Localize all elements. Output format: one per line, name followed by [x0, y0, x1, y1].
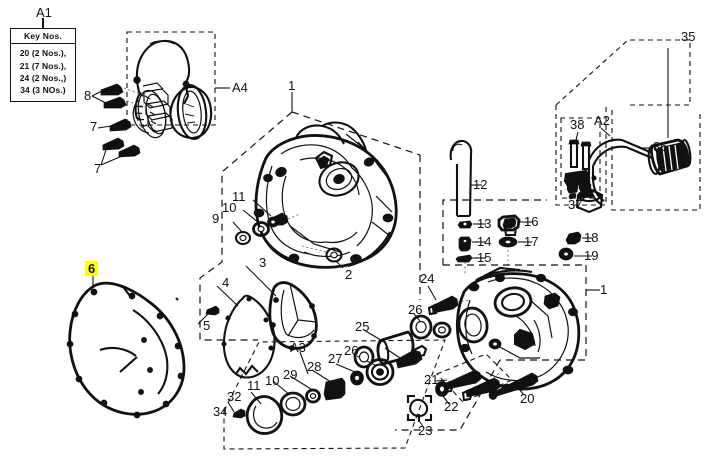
- callout-1-right: 1: [600, 282, 608, 297]
- callout-27: 27: [328, 351, 343, 366]
- shift-lever-art: [575, 138, 692, 214]
- callout-12: 12: [473, 177, 488, 192]
- gasket-4-art: [221, 294, 276, 379]
- group-label-a2: A2: [594, 113, 610, 128]
- cover-3-art: [268, 281, 318, 351]
- callout-4: 4: [222, 275, 230, 290]
- callout-5: 5: [203, 318, 211, 333]
- callout-11-left: 11: [232, 189, 246, 204]
- callout-23: 23: [418, 423, 433, 438]
- pin-5-art: [205, 305, 220, 316]
- bolt-24-art: [427, 295, 459, 316]
- group-label-a3: A3: [290, 340, 306, 355]
- right-crankcase-cover-art: [455, 266, 581, 393]
- callout-18: 18: [584, 230, 599, 245]
- ring-26b-art: [353, 345, 375, 369]
- left-crankcase-cover-art: [253, 121, 398, 269]
- callout-17: 17: [524, 234, 539, 249]
- callout-19: 19: [584, 248, 599, 263]
- key-table-body: 20 (2 Nos.), 21 (7 Nos.), 24 (2 Nos.,) 3…: [11, 44, 75, 101]
- callout-26-upper: 26: [408, 302, 423, 317]
- callout-11-a3: 11: [247, 378, 261, 393]
- callout-14: 14: [477, 234, 492, 249]
- callout-37: 37: [568, 197, 583, 212]
- key-numbers-table: Key Nos. 20 (2 Nos.), 21 (7 Nos.), 24 (2…: [10, 28, 76, 102]
- callout-29: 29: [283, 367, 298, 382]
- key-table-row: 24 (2 Nos.,): [19, 72, 67, 83]
- washer-2-art: [325, 247, 343, 263]
- callout-26-lower: 26: [344, 343, 359, 358]
- callout-35: 35: [681, 29, 696, 44]
- callout-9: 9: [212, 211, 220, 226]
- callout-24: 24: [420, 271, 435, 286]
- hardware-37-38-art: [563, 139, 597, 200]
- callout-16: 16: [524, 214, 539, 229]
- ring-26a-art: [409, 314, 433, 340]
- callout-38: 38: [570, 117, 585, 132]
- group-label-a4: A4: [232, 80, 248, 95]
- callout-36: 36: [653, 139, 668, 154]
- callout-22: 22: [444, 399, 459, 414]
- callout-3: 3: [259, 255, 267, 270]
- key-table-row: 21 (7 Nos.),: [19, 60, 67, 71]
- callout-15: 15: [477, 250, 492, 265]
- small-parts-13-19-art: [455, 214, 592, 263]
- callout-32: 32: [227, 389, 242, 404]
- key-table-row: 34 (3 NOs.): [20, 85, 66, 96]
- gasket-6-art: [66, 281, 186, 419]
- group-label-a1: A1: [36, 5, 52, 20]
- callout-21: 21: [424, 372, 439, 387]
- callout-1-left: 1: [288, 78, 296, 93]
- callout-7-lower: 7: [94, 161, 102, 176]
- a1-leader-line: [42, 18, 44, 29]
- callout-25: 25: [355, 319, 370, 334]
- callout-7-upper: 7: [90, 119, 98, 134]
- callout-10-a3: 10: [265, 373, 280, 388]
- callout-6-highlighted: 6: [85, 261, 99, 276]
- tube-12-art: [449, 139, 473, 218]
- washers-9-10-11-art: [234, 212, 289, 246]
- rotor-ring-art: [169, 84, 213, 140]
- key-table-row: 20 (2 Nos.),: [19, 48, 67, 59]
- stator-assembly-art: [132, 39, 213, 140]
- callout-13: 13: [477, 216, 492, 231]
- callout-34: 34: [213, 404, 228, 419]
- callout-10-left: 10: [222, 200, 237, 215]
- key-table-header: Key Nos.: [11, 29, 75, 44]
- callout-2: 2: [345, 267, 353, 282]
- screws-7-8-art: [91, 83, 141, 166]
- callout-28: 28: [307, 359, 322, 374]
- callout-8: 8: [84, 88, 92, 103]
- callout-20: 20: [520, 391, 535, 406]
